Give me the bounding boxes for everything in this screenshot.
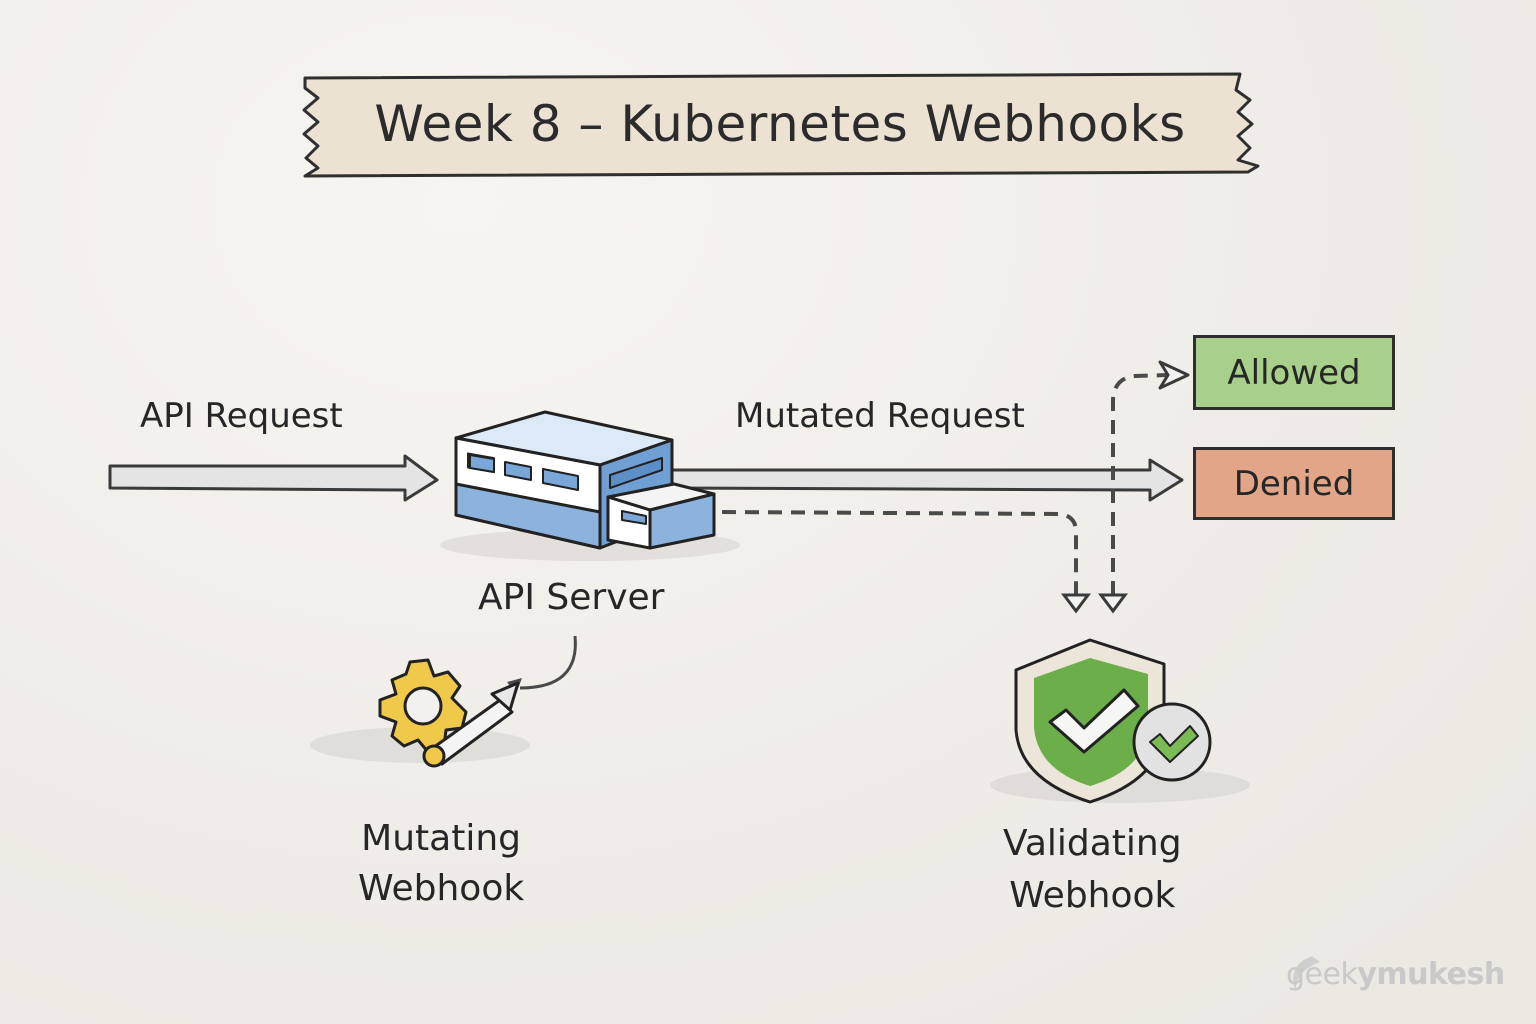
dashed-path-to-allowed (1111, 373, 1169, 595)
mutated-request-label: Mutated Request (735, 396, 1025, 436)
watermark-part2: ymukesh (1357, 957, 1505, 992)
page-title: Week 8 – Kubernetes Webhooks (374, 95, 1186, 153)
mutating-webhook-line2: Webhook (358, 868, 525, 909)
arrowhead-right-allowed (1158, 360, 1190, 390)
watermark-part1: geek (1286, 957, 1358, 992)
arrowhead-down-1 (1061, 593, 1091, 614)
validating-webhook-line1: Validating (1003, 823, 1182, 864)
api-request-label: API Request (140, 396, 343, 436)
api-server-label: API Server (478, 577, 665, 618)
dashed-path-to-validating (721, 510, 1078, 595)
mutating-webhook-line1: Mutating (361, 818, 522, 859)
allowed-box: Allowed (1193, 335, 1395, 410)
validating-webhook-label: Validating Webhook (1003, 818, 1182, 922)
validating-webhook-line2: Webhook (1009, 875, 1176, 916)
server-building-icon (440, 410, 740, 561)
connector-to-mutating (519, 635, 577, 690)
denied-box: Denied (1193, 447, 1395, 520)
watermark: geekymukesh (1286, 957, 1505, 992)
api-request-arrow (108, 454, 439, 502)
mutating-webhook-label: Mutating Webhook (358, 814, 524, 914)
shield-check-icon (990, 638, 1250, 804)
gear-pencil-icon (310, 658, 530, 768)
mutated-request-arrow (670, 458, 1184, 502)
watermark-logo-mark (1293, 956, 1320, 992)
title-banner (302, 72, 1260, 178)
arrowhead-down-2 (1098, 593, 1128, 614)
